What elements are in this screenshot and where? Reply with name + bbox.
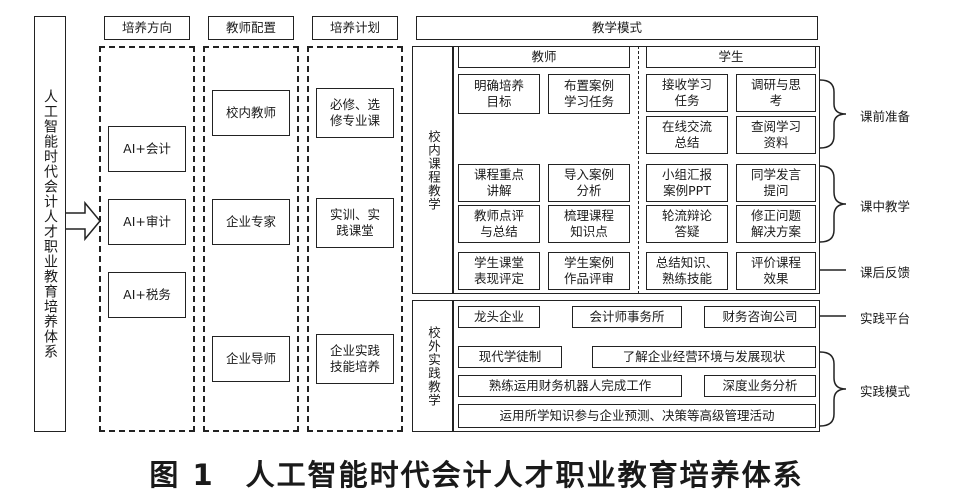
header-mode: 教学模式: [416, 16, 818, 40]
phase-after-class: 课后反馈: [860, 265, 911, 280]
direction-ai-audit: AI+审计: [108, 199, 186, 245]
teacher-cell: 梳理课程 知识点: [548, 205, 630, 243]
student-cell: 查阅学习 资料: [736, 116, 816, 154]
mode-finance-robot: 熟练运用财务机器人完成工作: [458, 375, 682, 397]
header-plan: 培养计划: [312, 16, 398, 40]
outschool-label: 校外实践教学: [416, 304, 450, 428]
mode-apprenticeship: 现代学徒制: [458, 346, 562, 368]
header-direction: 培养方向: [104, 16, 190, 40]
teacher-cell: 布置案例 学习任务: [548, 74, 630, 114]
plan-group: [307, 46, 403, 432]
staff-enterprise-mentor: 企业导师: [212, 336, 290, 382]
student-cell: 轮流辩论 答疑: [646, 205, 728, 243]
teacher-student-divider: [638, 46, 639, 294]
outschool-divider: [452, 300, 454, 432]
phase-in-class: 课中教学: [860, 199, 911, 214]
teacher-cell: 学生案例 作品评审: [548, 252, 630, 290]
platform-financial-consulting: 财务咨询公司: [704, 306, 816, 328]
mode-advanced-management: 运用所学知识参与企业预测、决策等高级管理活动: [458, 404, 816, 428]
plan-practical-training: 实训、实 践课堂: [316, 198, 394, 248]
direction-group: [99, 46, 195, 432]
teacher-cell: 明确培养 目标: [458, 74, 540, 114]
mode-business-analysis: 深度业务分析: [704, 375, 816, 397]
staffing-group: [203, 46, 299, 432]
platform-leading-enterprise: 龙头企业: [458, 306, 540, 328]
plan-required-elective: 必修、选 修专业课: [316, 88, 394, 138]
teacher-cell: 教师点评 与总结: [458, 205, 540, 243]
student-cell: 总结知识、 熟练技能: [646, 252, 728, 290]
direction-ai-tax: AI+税务: [108, 272, 186, 318]
student-cell: 评价课程 效果: [736, 252, 816, 290]
staff-enterprise-expert: 企业专家: [212, 199, 290, 245]
inschool-label: 校内课程教学: [416, 50, 450, 290]
brace-in-class: [819, 165, 847, 243]
teacher-cell: 学生课堂 表现评定: [458, 252, 540, 290]
staff-inschool-teacher: 校内教师: [212, 90, 290, 136]
teacher-cell: 导入案例 分析: [548, 164, 630, 202]
phase-pre-class: 课前准备: [860, 109, 911, 124]
header-staffing: 教师配置: [208, 16, 294, 40]
right-arrow-icon: [64, 200, 101, 242]
student-cell: 同学发言 提问: [736, 164, 816, 202]
student-header: 学生: [646, 46, 816, 68]
brace-practice-mode: [819, 351, 847, 427]
student-cell: 调研与思 考: [736, 74, 816, 112]
student-cell: 小组汇报 案例PPT: [646, 164, 728, 202]
figure-caption: 图 1 人工智能时代会计人才职业教育培养体系: [149, 458, 804, 492]
system-title: 人工智能时代会计人才职业教育培养体系: [34, 16, 66, 432]
student-cell: 接收学习 任务: [646, 74, 728, 112]
platform-label: 实践平台: [860, 311, 911, 326]
plan-enterprise-practice: 企业实践 技能培养: [316, 334, 394, 384]
platform-cpa-firm: 会计师事务所: [572, 306, 682, 328]
student-cell: 在线交流 总结: [646, 116, 728, 154]
teacher-header: 教师: [458, 46, 630, 68]
mode-understand-enterprise: 了解企业经营环境与发展现状: [592, 346, 816, 368]
mode-label: 实践模式: [860, 384, 911, 399]
inschool-divider: [452, 46, 454, 294]
direction-ai-accounting: AI+会计: [108, 126, 186, 172]
brace-pre-class: [819, 79, 847, 149]
student-cell: 修正问题 解决方案: [736, 205, 816, 243]
teacher-cell: 课程重点 讲解: [458, 164, 540, 202]
